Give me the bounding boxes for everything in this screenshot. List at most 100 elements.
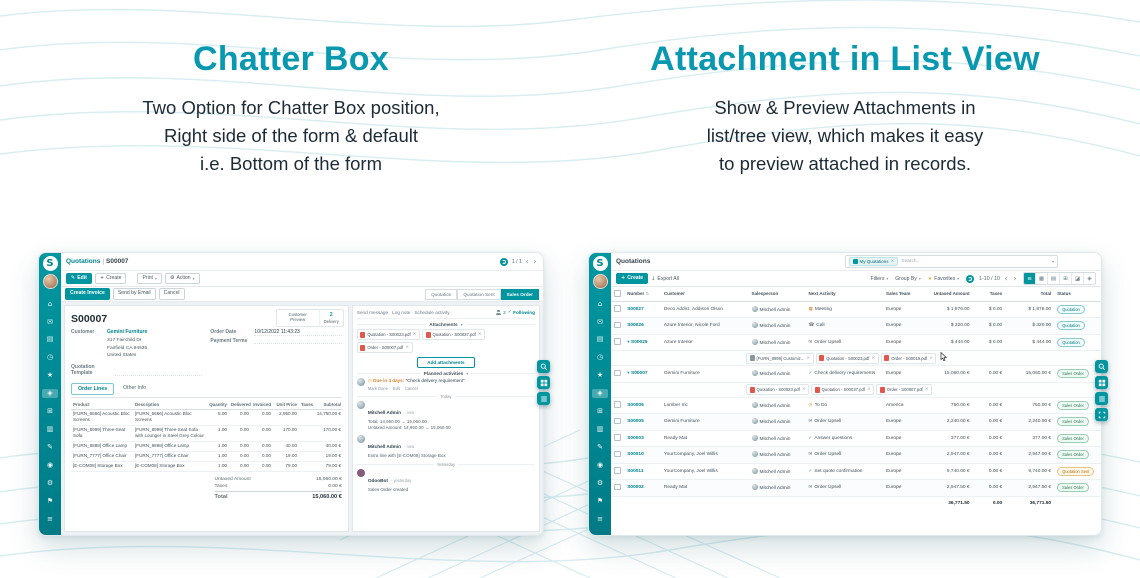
zoom-icon[interactable]	[1095, 360, 1108, 373]
following-button[interactable]: ✓ Following	[507, 310, 535, 315]
expand-attachments-icon[interactable]: ▾	[627, 339, 630, 345]
clock-icon[interactable]: ◷	[46, 353, 54, 362]
add-attachments-button[interactable]: Add attachments	[417, 357, 475, 368]
column-header-salesperson[interactable]: Salesperson	[748, 287, 806, 302]
column-header[interactable]: Taxes	[299, 400, 313, 410]
column-header-customer[interactable]: Customer	[660, 287, 749, 302]
row-checkbox[interactable]	[614, 369, 621, 376]
activity-action-edit[interactable]: Edit	[392, 385, 400, 391]
pager-next-icon[interactable]: ›	[533, 256, 537, 266]
attachment-chip[interactable]: Quotation - S00037.pdf×	[811, 384, 875, 395]
column-header-sales-team[interactable]: Sales Team	[882, 287, 924, 302]
column-header[interactable]: Delivered	[229, 400, 251, 410]
search-input[interactable]: My Quotations × Search... ▾	[845, 255, 1058, 268]
attachment-chip[interactable]: Quotation - S00023.pdf×	[746, 384, 810, 395]
list-icon[interactable]: ≡	[47, 515, 53, 523]
status-step[interactable]: Quotation	[425, 288, 458, 300]
log-note-button[interactable]: Log note	[392, 310, 411, 315]
next-activity-cell[interactable]: ✉Order Upsell	[805, 446, 883, 464]
home-icon[interactable]: ⌂	[47, 299, 53, 308]
user-avatar[interactable]	[42, 274, 58, 289]
chart-icon[interactable]: ▤	[46, 335, 54, 344]
row-checkbox[interactable]	[614, 450, 621, 457]
column-header[interactable]: Unit Price	[273, 400, 299, 410]
quotation-template-field[interactable]	[115, 364, 203, 376]
gear-icon[interactable]: ⚙	[46, 479, 54, 488]
column-header[interactable]: Product	[71, 400, 133, 410]
column-header-taxes[interactable]: Taxes	[972, 287, 1006, 302]
create-button[interactable]: + Create	[94, 272, 127, 285]
user-avatar[interactable]	[592, 274, 608, 289]
flag-icon[interactable]: ⚑	[46, 497, 54, 506]
kanban-view-icon[interactable]: ▦	[1035, 273, 1047, 284]
remove-attachment-icon[interactable]: ×	[866, 387, 871, 392]
pencil-icon[interactable]: ✎	[47, 443, 53, 452]
order-line-row[interactable]: [E-COM08] Storage Box[E-COM08] Storage B…	[71, 461, 343, 472]
menu-icon[interactable]	[537, 392, 550, 405]
tab-order-lines[interactable]: Order Lines	[71, 382, 115, 395]
chevron-down-icon[interactable]: ▾	[1052, 258, 1054, 264]
create-button[interactable]: + Create	[616, 272, 649, 285]
attachment-chip[interactable]: Quotation - S00037.pdf×	[422, 329, 486, 340]
column-header-status[interactable]: Status	[1054, 287, 1101, 302]
remove-attachment-icon[interactable]: ×	[801, 387, 806, 392]
mail-icon[interactable]: ✉	[597, 317, 603, 326]
customer-link[interactable]: Gemini Furniture	[107, 329, 148, 335]
favorites-menu[interactable]: ★ Favorites ▾	[927, 275, 960, 282]
status-step[interactable]: Quotation Sent	[457, 288, 501, 300]
next-activity-cell[interactable]: ◷To Do	[805, 397, 883, 414]
filters-menu[interactable]: Filters ▾	[870, 275, 889, 282]
column-header[interactable]: Quantity	[207, 400, 229, 410]
zoom-icon[interactable]	[537, 360, 550, 373]
pencil-icon[interactable]: ✎	[597, 443, 603, 452]
stat-button[interactable]: Customer Preview	[277, 310, 319, 326]
star-icon[interactable]: ★	[46, 371, 54, 380]
order-line-row[interactable]: [FURN_8888] Office Lamp[FURN_8888] Offic…	[71, 441, 343, 452]
row-checkbox[interactable]	[614, 401, 621, 408]
document-icon[interactable]: ▥	[46, 425, 54, 434]
status-step[interactable]: Sales Order	[500, 288, 539, 300]
gear-icon[interactable]: ⚙	[596, 479, 604, 488]
next-activity-cell[interactable]: ▦Meeting	[805, 301, 883, 318]
activity-action-mark-done[interactable]: Mark Done	[367, 385, 388, 391]
pager-prev-icon[interactable]: ‹	[525, 256, 529, 266]
grid-icon[interactable]: ⊞	[597, 407, 603, 416]
refresh-button[interactable]	[966, 274, 975, 283]
print-menu[interactable]: Print ▾	[137, 272, 162, 285]
field-value[interactable]: 10/12/2022 11:43:23	[254, 329, 342, 336]
schedule-activity-button[interactable]: Schedule activity	[414, 310, 450, 315]
expand-attachments-icon[interactable]: ▾	[627, 371, 630, 377]
tab-other-info[interactable]: Other Info	[123, 384, 147, 391]
app-logo-icon[interactable]: S	[592, 256, 608, 271]
column-header-untaxed-amount[interactable]: Untaxed Amount	[923, 287, 973, 302]
list-icon[interactable]: ≡	[597, 515, 603, 523]
column-header-number[interactable]: Number ⇅	[624, 287, 661, 302]
activity-title[interactable]: “Check delivery requirement”	[405, 378, 465, 383]
graph-view-icon[interactable]: ◪	[1071, 273, 1083, 284]
column-header[interactable]: Description	[133, 400, 207, 410]
attachment-chip[interactable]: Quotation - S00023.pdf×	[356, 329, 420, 340]
contacts-icon[interactable]: ◉	[46, 461, 54, 470]
pivot-view-icon[interactable]: ⊞	[1059, 273, 1071, 284]
attachment-chip[interactable]: Order - S00007.pdf×	[876, 384, 933, 395]
next-activity-cell[interactable]: ✓Check delivery requirements	[805, 365, 883, 383]
remove-attachment-icon[interactable]: ×	[405, 345, 410, 350]
row-checkbox[interactable]	[614, 483, 621, 490]
apps-icon[interactable]	[1095, 376, 1108, 389]
attachment-chip[interactable]: Quotation - S00023.pdf×	[815, 352, 879, 364]
send-by-email-button[interactable]: Send by Email	[112, 288, 156, 300]
remove-attachment-icon[interactable]: ×	[477, 332, 482, 337]
followers-icon[interactable]	[496, 310, 501, 315]
select-all-checkbox[interactable]	[614, 290, 621, 297]
star-icon[interactable]: ★	[596, 371, 604, 380]
column-header-next-activity[interactable]: Next Activity	[805, 287, 883, 302]
next-activity-cell[interactable]: ✉Order Upsell	[805, 479, 883, 497]
